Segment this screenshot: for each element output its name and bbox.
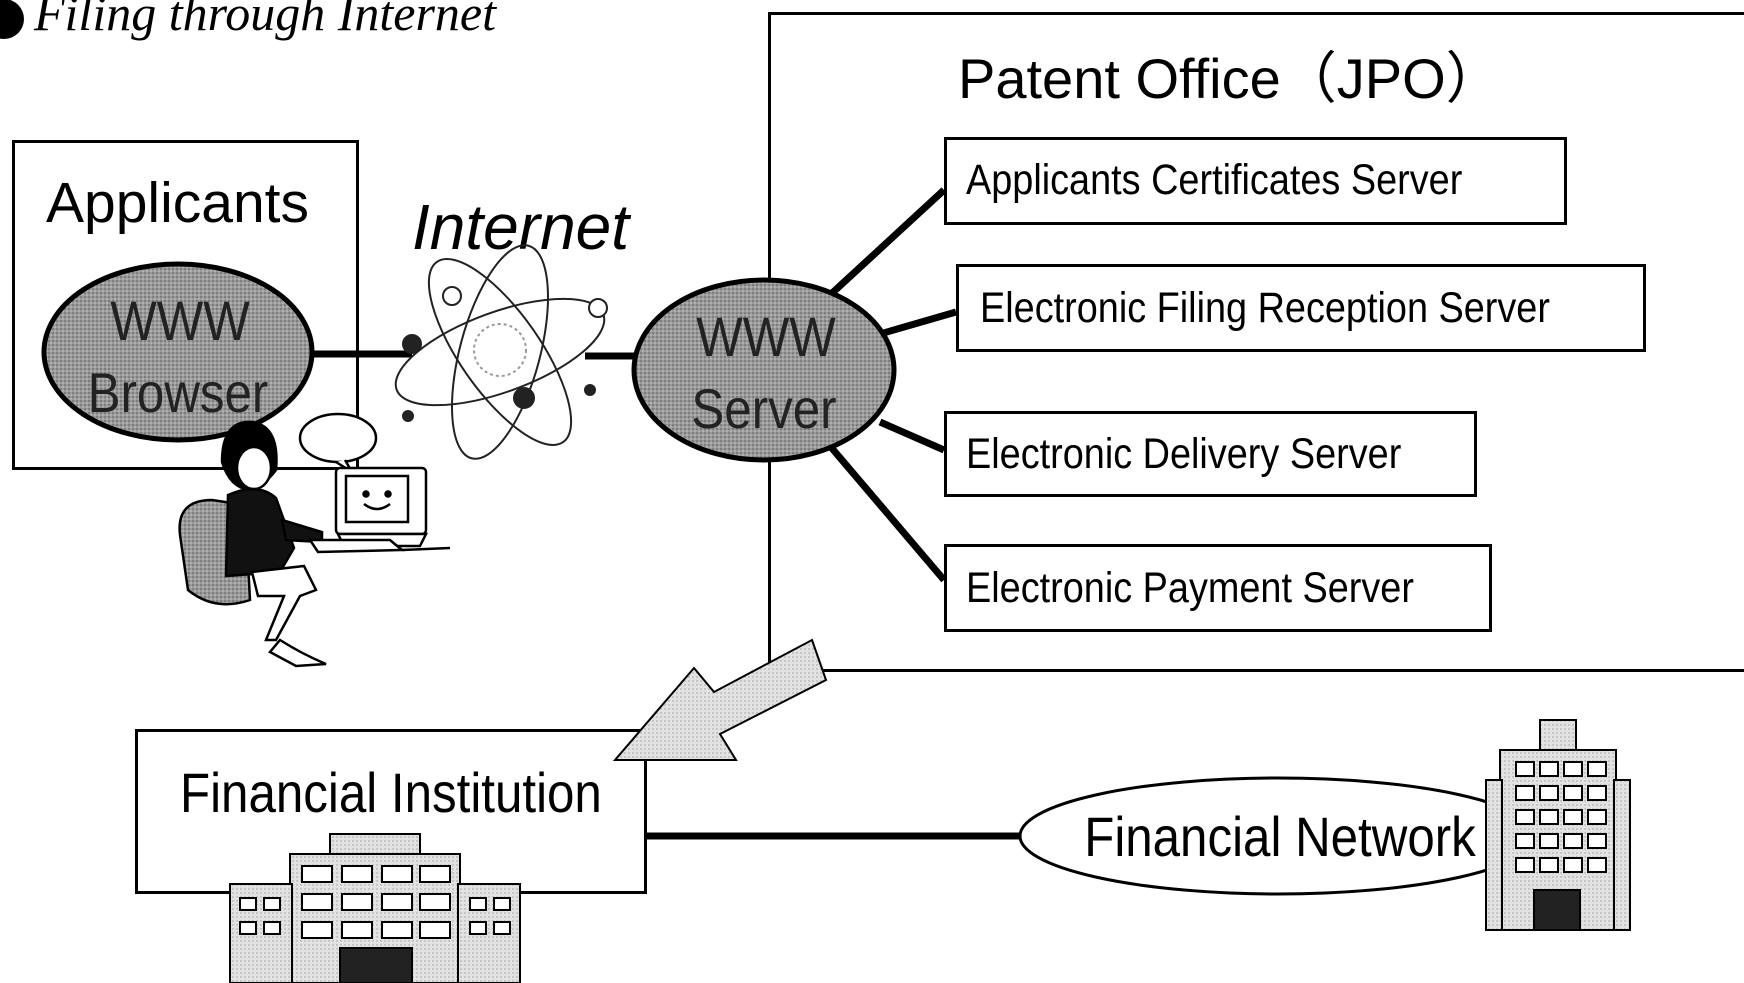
server-label: Electronic Delivery Server <box>966 430 1402 478</box>
server-to-delivery-line <box>878 418 946 454</box>
browser-label-line2: Browser <box>88 362 269 425</box>
payment-arrow <box>612 638 828 761</box>
financial-network-label: Financial Network <box>1084 806 1476 869</box>
heading-text: Filing through Internet <box>34 0 496 41</box>
www-server-ellipse <box>631 277 897 463</box>
server-label-line2: Server <box>691 378 836 441</box>
bank-building-icon <box>1485 719 1631 931</box>
server-box-applicants-certificates <box>944 137 1567 225</box>
server-to-filing-line <box>879 308 957 338</box>
diagram-heading: Filing through Internet <box>0 0 496 42</box>
server-box-electronic-payment <box>944 544 1492 632</box>
financial-institution-building-icon <box>229 833 521 983</box>
internet-label: Internet <box>412 191 630 263</box>
server-label: Electronic Filing Reception Server <box>980 284 1550 332</box>
browser-label-line1: WWW <box>110 290 250 353</box>
server-label: Applicants Certificates Server <box>966 156 1463 204</box>
connection-lines <box>310 187 1023 840</box>
www-browser-ellipse <box>41 261 315 443</box>
server-box-electronic-delivery <box>944 411 1477 497</box>
server-label-line1: WWW <box>696 306 836 369</box>
server-box-electronic-filing-reception <box>956 264 1646 352</box>
patent-office-title: Patent Office（JPO） <box>958 47 1502 110</box>
internet-atom-icon <box>394 244 608 460</box>
applicants-title: Applicants <box>46 171 309 235</box>
applicant-person-icon <box>178 412 451 668</box>
server-label: Electronic Payment Server <box>966 564 1414 612</box>
server-to-payment-line <box>827 443 947 583</box>
server-to-certificates-line <box>827 187 947 298</box>
financial-institution-label: Financial Institution <box>180 761 602 824</box>
